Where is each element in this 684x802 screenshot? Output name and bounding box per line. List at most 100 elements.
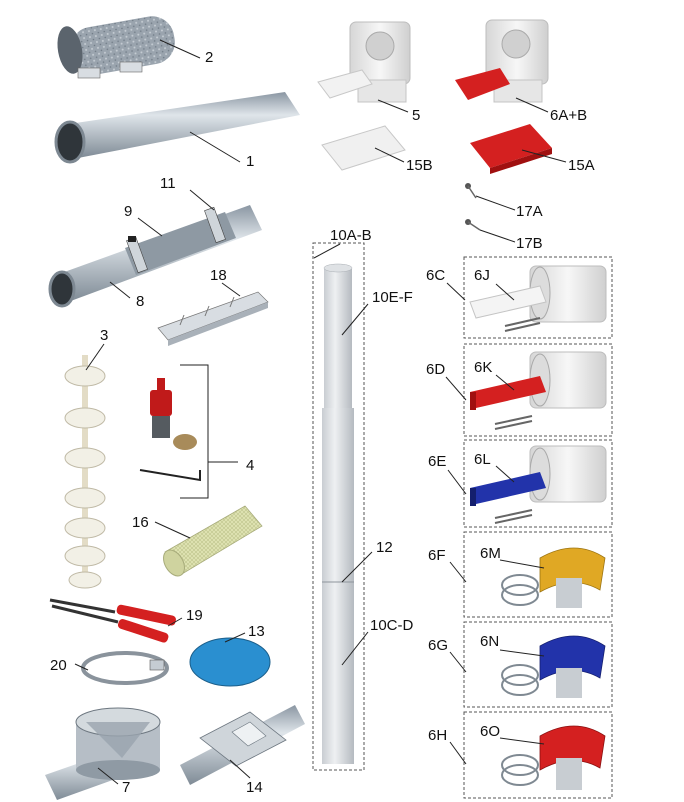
- leader-11: [189, 189, 215, 211]
- label-2: 2: [205, 49, 213, 66]
- leader-19: [167, 617, 183, 627]
- label-5: 5: [412, 107, 420, 124]
- part-6n-collar: [501, 635, 606, 698]
- leader-16: [154, 521, 191, 539]
- part-1-pipe: [54, 92, 300, 164]
- leader-7: [97, 767, 119, 785]
- label-20: 20: [50, 657, 67, 674]
- part-6m-collar: [501, 547, 606, 608]
- part-15a-flap: [470, 124, 552, 174]
- label-10ef: 10E-F: [372, 289, 413, 306]
- label-12: 12: [376, 539, 393, 556]
- label-19: 19: [186, 607, 203, 624]
- label-17b: 17B: [516, 235, 543, 252]
- part-13-lid: [189, 637, 271, 687]
- label-8: 8: [136, 293, 144, 310]
- box-6c: [463, 256, 613, 339]
- part-17a-screw: [465, 183, 477, 199]
- part-16-mesh-screen: [163, 505, 263, 577]
- leader-6m: [499, 559, 545, 569]
- leader-20: [74, 663, 89, 671]
- leader-6l: [495, 465, 515, 483]
- leader-15b: [374, 147, 405, 163]
- leader-6e: [447, 469, 467, 495]
- part-6k-bracket: [470, 351, 607, 430]
- box-6h: [463, 711, 613, 799]
- box-6f: [463, 531, 613, 618]
- label-18: 18: [210, 267, 227, 284]
- label-15a: 15A: [568, 157, 595, 174]
- label-6g: 6G: [428, 637, 448, 654]
- leader-6k: [495, 374, 515, 391]
- leader-10ef: [341, 303, 369, 336]
- part-9-coupling: [125, 206, 236, 275]
- leader-6ab: [515, 97, 549, 113]
- label-6f: 6F: [428, 547, 446, 564]
- leader-17a: [475, 195, 516, 211]
- label-6l: 6L: [474, 451, 491, 468]
- leader-6d: [445, 376, 467, 401]
- leader-9: [137, 217, 163, 237]
- label-6n: 6N: [480, 633, 499, 650]
- leader-6f: [449, 561, 467, 583]
- leader-10ab: [313, 243, 341, 259]
- label-6h: 6H: [428, 727, 447, 744]
- leader-17b: [479, 229, 516, 243]
- leader-6h: [449, 741, 467, 765]
- box-6e: [463, 439, 613, 528]
- part-6l-bracket: [470, 445, 607, 524]
- leader-5: [377, 99, 409, 113]
- part-4-actuator: [139, 378, 201, 482]
- part-6ab-bracket: [455, 19, 549, 103]
- leader-12: [341, 551, 373, 583]
- leader-15a: [521, 149, 567, 163]
- label-6k: 6K: [474, 359, 492, 376]
- label-6o: 6O: [480, 723, 500, 740]
- part-17b-screw: [465, 219, 481, 231]
- part-2-sleeve: [57, 16, 175, 79]
- leader-6c: [446, 282, 466, 301]
- label-6e: 6E: [428, 453, 446, 470]
- label-7: 7: [122, 779, 130, 796]
- part-18-rail: [157, 291, 269, 346]
- leader-2: [159, 39, 201, 59]
- part-10-pole: [322, 263, 354, 764]
- label-16: 16: [132, 514, 149, 531]
- label-9: 9: [124, 203, 132, 220]
- label-6j: 6J: [474, 267, 490, 284]
- leader-6g: [449, 651, 467, 673]
- part-6o-collar: [501, 725, 606, 790]
- label-6d: 6D: [426, 361, 445, 378]
- box-6g: [463, 621, 613, 708]
- label-1: 1: [246, 153, 254, 170]
- leader-13: [224, 632, 246, 643]
- leader-6j: [495, 283, 515, 301]
- label-3: 3: [100, 327, 108, 344]
- label-10ab: 10A-B: [330, 227, 372, 244]
- leader-3: [85, 343, 105, 371]
- label-4: 4: [246, 457, 254, 474]
- leader-14: [229, 759, 251, 779]
- part-20-clamp-ring: [81, 651, 169, 685]
- part-14-plate-tee: [180, 705, 305, 785]
- label-15b: 15B: [406, 157, 433, 174]
- label-14: 14: [246, 779, 263, 796]
- part-6j-bracket: [469, 265, 607, 332]
- label-17a: 17A: [516, 203, 543, 220]
- label-10cd: 10C-D: [370, 617, 414, 634]
- leader-8: [109, 281, 131, 299]
- part-5-bracket: [317, 21, 411, 103]
- bracket-4: [180, 364, 209, 499]
- part-7-funnel-tee: [45, 707, 161, 800]
- label-6ab: 6A+B: [550, 107, 587, 124]
- leader-6n: [499, 649, 545, 657]
- leader-1: [189, 131, 241, 163]
- label-13: 13: [248, 623, 265, 640]
- leader-6o: [499, 737, 545, 745]
- part-15b-flap: [321, 125, 406, 171]
- part-19-pliers: [49, 598, 176, 643]
- label-6m: 6M: [480, 545, 501, 562]
- leader-10cd: [341, 631, 369, 666]
